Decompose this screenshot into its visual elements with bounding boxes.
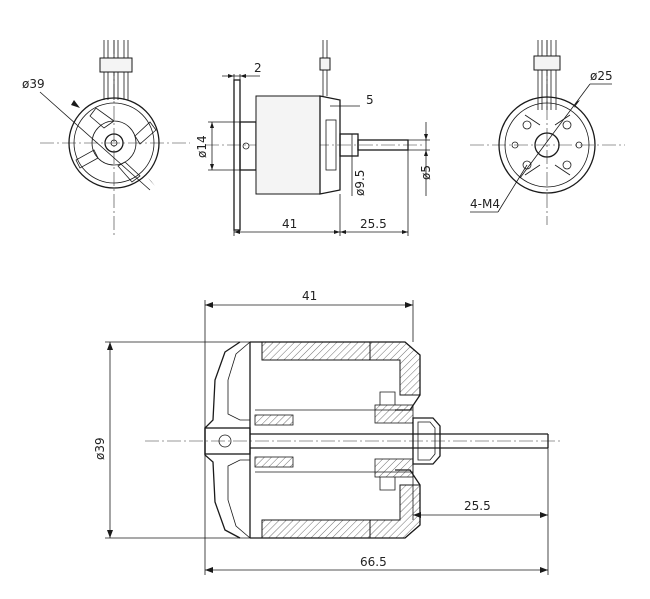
section-shaft-label: 25.5	[464, 499, 491, 513]
front-view: ø39	[22, 40, 190, 235]
shaft-length-top-label: 25.5	[360, 217, 387, 231]
step-offset-label: 5	[366, 93, 374, 107]
boss-diameter-label: ø14	[195, 135, 209, 158]
overall-length-label: 66.5	[360, 555, 387, 569]
front-diameter-label: ø39	[22, 77, 45, 91]
side-view: 2 5 ø14 ø9.5 ø5 41 25.5	[195, 40, 433, 236]
mount-holes	[511, 120, 583, 170]
rear-view: ø25 4-M4	[470, 40, 625, 225]
mount-holes-label: 4-M4	[470, 197, 500, 211]
section-length-label: 41	[302, 289, 317, 303]
section-diameter-label: ø39	[93, 437, 107, 460]
mount-circle-diameter-label: ø25	[590, 69, 613, 83]
front-wires	[99, 40, 133, 100]
section-view: 41 ø39	[93, 289, 560, 575]
body-length-top-label: 41	[282, 217, 297, 231]
shaft-diameter-label: ø5	[419, 165, 433, 180]
flange-thickness-label: 2	[254, 61, 262, 75]
front-spokes	[75, 107, 157, 183]
collar-diameter-label: ø9.5	[353, 170, 367, 196]
